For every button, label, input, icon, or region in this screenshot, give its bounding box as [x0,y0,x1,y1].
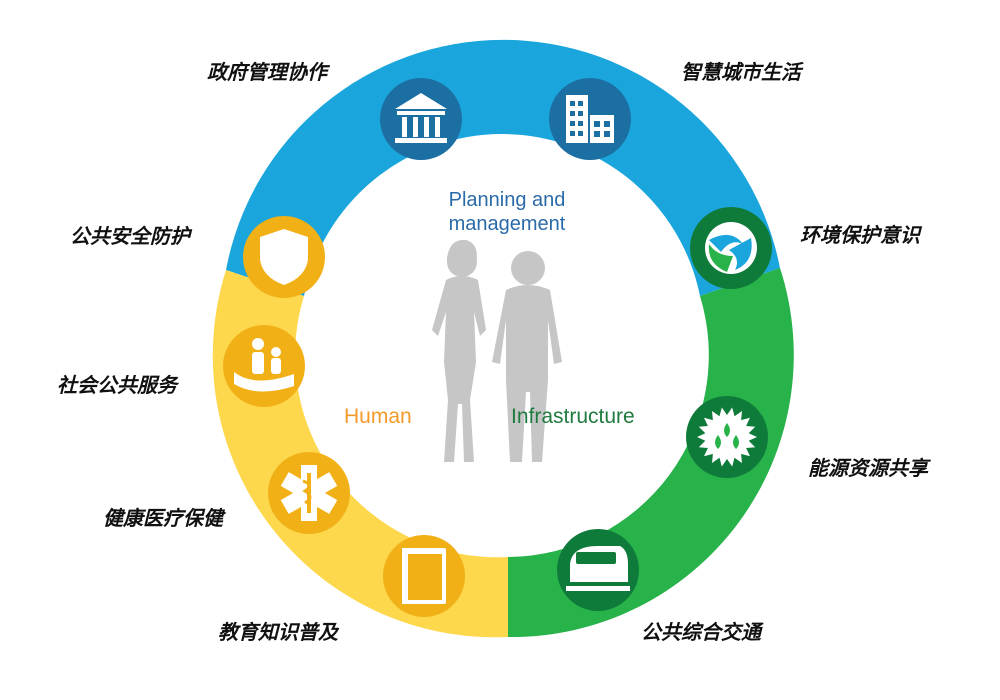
segment-label-social-service: 社会公共服务 [57,373,177,397]
city-buildings-icon [549,78,631,160]
segment-label-healthcare: 健康医疗保健 [103,506,223,530]
center-title-line2: management [448,213,566,235]
segment-label-public-safety: 公共安全防护 [70,224,190,248]
segment-label-education: 教育知识普及 [218,620,338,644]
book-icon [383,535,465,617]
segment-label-smart-city: 智慧城市生活 [681,60,801,84]
train-icon [557,529,639,611]
government-building-icon [380,78,462,160]
business-people-silhouette-icon [432,239,562,462]
center-human-label: Human [344,405,412,428]
ring-segment-planning [226,39,780,297]
energy-drops-icon [686,396,768,478]
medical-star-icon [268,452,350,534]
environment-swirl-icon [690,207,772,289]
police-shield-icon [243,216,325,298]
center-title: Planning and management [407,188,607,236]
segment-label-environment: 环境保护意识 [800,223,920,247]
center-title-line1: Planning and [448,189,566,211]
segment-label-energy: 能源资源共享 [808,456,928,480]
family-hand-icon [223,325,305,407]
center-infrastructure-label: Infrastructure [511,405,635,428]
segment-label-government: 政府管理协作 [207,60,327,84]
segment-label-transport: 公共综合交通 [641,620,761,644]
